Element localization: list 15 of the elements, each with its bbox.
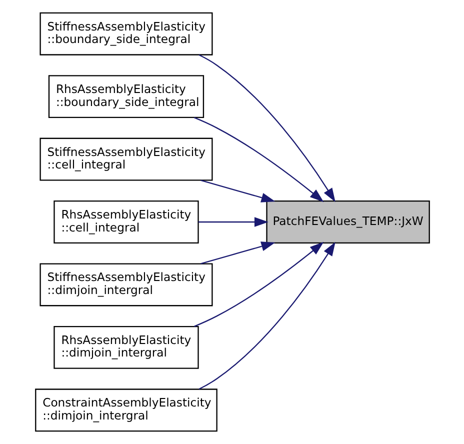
node-box: RhsAssemblyElasticity ::cell_integral xyxy=(53,200,198,244)
node-box: StiffnessAssemblyElasticity ::cell_integral xyxy=(39,138,212,181)
arrow xyxy=(194,242,324,327)
node-box: StiffnessAssemblyElasticity ::boundary_side_integral xyxy=(39,12,212,56)
node-box: RhsAssemblyElasticity ::dimjoin_intergral xyxy=(53,326,198,369)
arrow xyxy=(200,180,275,202)
arrow xyxy=(198,217,268,227)
node-box: StiffnessAssemblyElasticity ::dimjoin_intergral xyxy=(39,263,212,306)
arrow xyxy=(200,242,275,264)
arrow xyxy=(194,117,324,202)
node-box: RhsAssemblyElasticity ::boundary_side_integral xyxy=(48,75,204,118)
arrow xyxy=(198,54,335,202)
node-box: ConstraintAssemblyElasticity ::dimjoin_intergral xyxy=(34,388,217,432)
arrow xyxy=(198,242,335,390)
node-box: PatchFEValues_TEMP::JxW xyxy=(266,200,430,244)
